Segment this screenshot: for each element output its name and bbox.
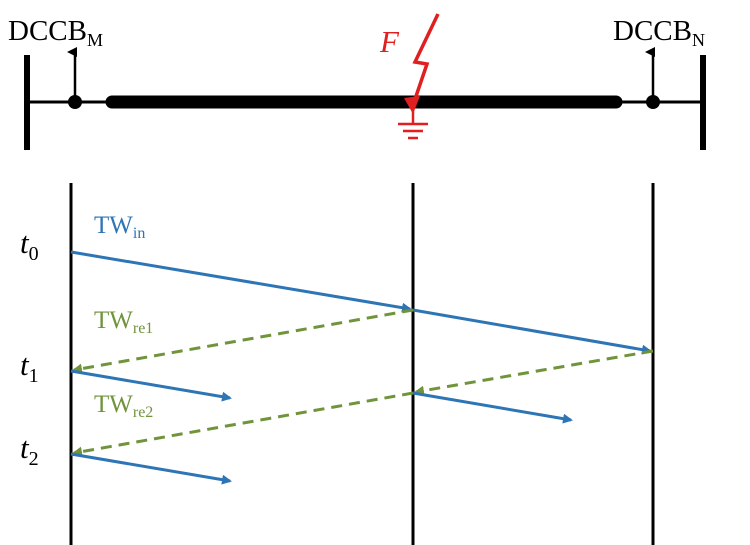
reflected-wave-2-segment-2 [72, 391, 414, 457]
wave-arrows [70, 250, 654, 485]
network-single-line: DCCBM DCCBN [8, 15, 706, 150]
time-label-t2: t2 [20, 430, 39, 470]
incident-wave-segment-1 [70, 250, 412, 313]
breaker-label-right: DCCBN [613, 15, 705, 50]
time-label-t0: t0 [20, 225, 39, 265]
wave-label-reflected-2: TWre2 [94, 391, 153, 421]
breaker-label-left: DCCBM [8, 15, 103, 50]
fault-lightning-icon [410, 13, 440, 109]
incident-wave-segment-2 [412, 308, 652, 355]
wave-label-incident: TWin [94, 212, 145, 242]
fault-lightning-tip-icon [404, 96, 420, 114]
reflected-wave-2-segment-1 [414, 349, 654, 396]
transmitted-wave-fault [412, 391, 573, 424]
fault-symbol: F [379, 13, 440, 140]
lattice-axes [69, 183, 655, 545]
fault-label: F [379, 24, 400, 59]
wave-label-reflected-1: TWre1 [94, 307, 153, 337]
time-labels: t0 t1 t2 [20, 225, 39, 470]
reflected-wave-1 [72, 308, 414, 374]
transmitted-wave-t2 [70, 452, 232, 485]
transmitted-wave-t1 [70, 369, 232, 402]
breaker-node-right [646, 95, 660, 109]
wave-labels: TWin TWre1 TWre2 [94, 212, 153, 421]
time-label-t1: t1 [20, 347, 39, 387]
breaker-node-left [68, 95, 82, 109]
